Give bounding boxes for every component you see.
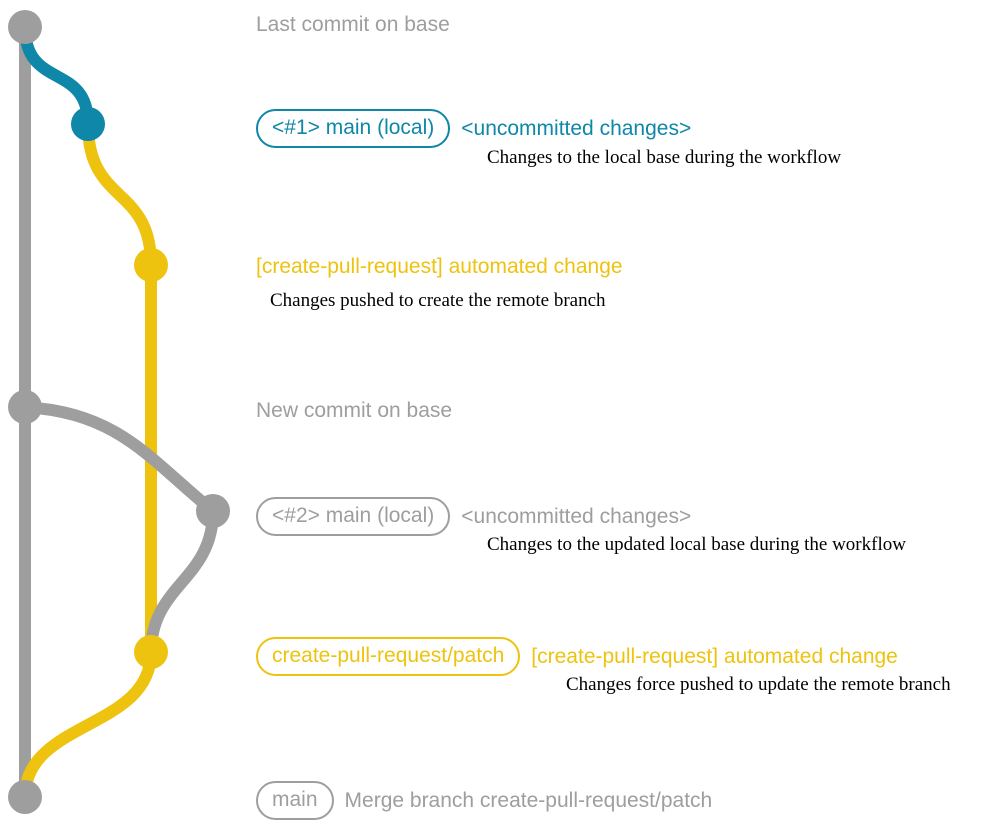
commit-node-local-1 — [71, 107, 105, 141]
commit-node-base-new — [8, 390, 42, 424]
edge-local-1-to-patch-1 — [82, 118, 157, 271]
edge-local-2-to-patch-2 — [145, 505, 219, 658]
commit-row-patch-1: [create-pull-request] automated change — [256, 255, 623, 279]
commit-subject-last-commit-on-base: Last commit on base — [256, 13, 450, 36]
commit-node-patch-2 — [134, 635, 168, 669]
edge-base-new-to-local-2 — [19, 401, 219, 517]
commit-row-merge: main Merge branch create-pull-request/pa… — [256, 781, 712, 820]
ref-pill-main-local-2[interactable]: <#2> main (local) — [256, 497, 451, 536]
commit-description-patch-2: Changes force pushed to update the remot… — [566, 674, 951, 695]
commit-subject-merge: Merge branch create-pull-request/patch — [344, 788, 713, 812]
edge-base-last-to-local-1 — [19, 21, 94, 130]
commit-row-local-1: <#1> main (local) <uncommitted changes> — [256, 109, 691, 148]
ref-pill-main[interactable]: main — [256, 781, 334, 820]
commit-row-local-2: <#2> main (local) <uncommitted changes> — [256, 497, 691, 536]
ref-pill-create-pull-request-patch[interactable]: create-pull-request/patch — [256, 637, 521, 676]
commit-subject-patch-1: [create-pull-request] automated change — [256, 255, 623, 278]
commit-row-patch-2: create-pull-request/patch [create-pull-r… — [256, 637, 898, 676]
commit-row-last-commit-on-base: Last commit on base — [256, 13, 450, 37]
commit-subject-local-1: <uncommitted changes> — [461, 116, 692, 140]
commit-node-merge — [8, 780, 42, 814]
edge-patch-2-to-merge — [19, 646, 157, 803]
commit-description-local-1: Changes to the local base during the wor… — [487, 147, 842, 168]
commit-description-patch-1: Changes pushed to create the remote bran… — [270, 290, 606, 311]
commit-subject-local-2: <uncommitted changes> — [461, 504, 692, 528]
commit-node-patch-1 — [134, 248, 168, 282]
commit-row-new-commit-on-base: New commit on base — [256, 399, 452, 423]
commit-subject-new-commit-on-base: New commit on base — [256, 399, 453, 422]
ref-pill-main-local-1[interactable]: <#1> main (local) — [256, 109, 451, 148]
commit-node-local-2 — [196, 494, 230, 528]
commit-subject-patch-2: [create-pull-request] automated change — [531, 644, 898, 668]
commit-node-base-last — [8, 10, 42, 44]
commit-description-local-2: Changes to the updated local base during… — [487, 534, 906, 555]
